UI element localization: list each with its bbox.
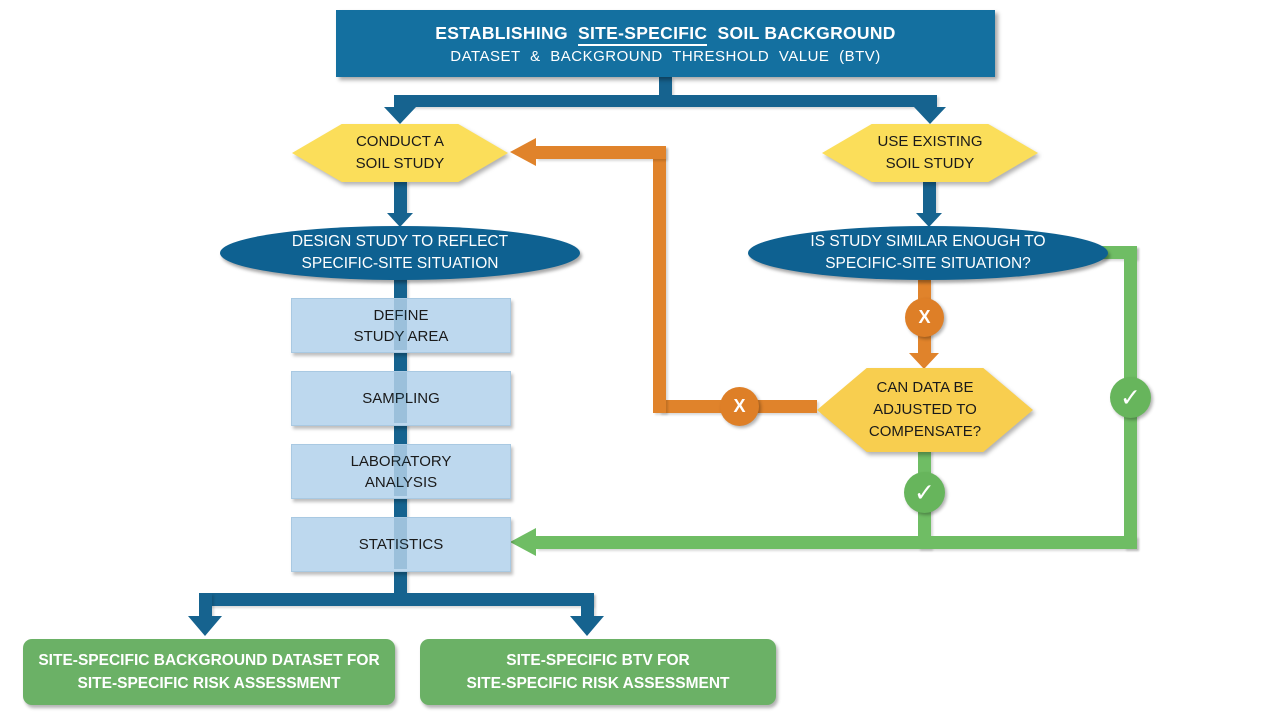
step-laboratory-analysis: LABORATORY ANALYSIS [291, 444, 511, 499]
title-banner: ESTABLISHING SITE-SPECIFIC SOIL BACKGROU… [336, 10, 995, 77]
no-marker-icon: X [720, 387, 759, 426]
connector-conduct-to-design [394, 181, 407, 215]
decision-use-existing-study: USE EXISTING SOIL STUDY [822, 124, 1038, 182]
connector-header-stem [659, 77, 672, 99]
no-marker-label: X [733, 396, 746, 416]
decision-conduct-soil-study: CONDUCT A SOIL STUDY [292, 124, 508, 182]
arrow-down-to-existing-icon [914, 107, 946, 124]
outcome-btv: SITE-SPECIFIC BTV FOR SITE-SPECIFIC RISK… [420, 639, 776, 705]
title-underlined: SITE-SPECIFIC [578, 22, 708, 46]
yes-marker-icon: ✓ [904, 472, 945, 513]
arrow-down-to-similar-icon [916, 213, 942, 227]
step-sampling: SAMPLING [291, 371, 511, 426]
decision-existing-label: USE EXISTING SOIL STUDY [822, 124, 1038, 182]
connector-yes-horizontal [536, 536, 1137, 549]
spine-stripe-laboratory [394, 445, 407, 496]
connector-bottom-left-drop [199, 593, 212, 618]
connector-bottom-bar [199, 593, 593, 606]
process-design-study: DESIGN STUDY TO REFLECT SPECIFIC-SITE SI… [220, 226, 580, 280]
arrow-down-to-adjust-icon [909, 353, 939, 369]
yes-marker-label: ✓ [914, 478, 935, 507]
arrow-down-to-conduct-icon [384, 107, 416, 124]
no-marker-icon: X [905, 298, 944, 337]
connector-top-bar [394, 95, 937, 107]
spine-stripe-define [394, 299, 407, 350]
title-prefix: ESTABLISHING [435, 22, 574, 43]
step-define-study-area: DEFINE STUDY AREA [291, 298, 511, 353]
arrow-down-to-dataset-icon [188, 616, 222, 636]
connector-bottom-right-drop [581, 593, 594, 618]
yes-marker-label: ✓ [1120, 383, 1141, 412]
title-line2: DATASET & BACKGROUND THRESHOLD VALUE (BT… [450, 47, 881, 65]
no-marker-label: X [918, 307, 931, 327]
question-study-similar: IS STUDY SIMILAR ENOUGH TO SPECIFIC-SITE… [748, 226, 1108, 280]
connector-no-vertical [653, 146, 666, 413]
decision-adjust-label: CAN DATA BE ADJUSTED TO COMPENSATE? [817, 368, 1033, 452]
decision-conduct-label: CONDUCT A SOIL STUDY [292, 124, 508, 182]
yes-marker-icon: ✓ [1110, 377, 1151, 418]
connector-no-top-horizontal [536, 146, 666, 159]
step-statistics: STATISTICS [291, 517, 511, 572]
title-line1: ESTABLISHING SITE-SPECIFIC SOIL BACKGROU… [435, 22, 896, 46]
spine-stripe-statistics [394, 518, 407, 569]
arrow-down-to-btv-icon [570, 616, 604, 636]
decision-can-data-adjust: CAN DATA BE ADJUSTED TO COMPENSATE? [817, 368, 1033, 452]
title-suffix: SOIL BACKGROUND [712, 22, 896, 43]
spine-stripe-sampling [394, 372, 407, 423]
connector-existing-to-similar [923, 181, 936, 215]
arrow-down-to-design-icon [387, 213, 413, 227]
arrow-left-to-conduct-icon [510, 138, 536, 166]
arrow-left-to-statistics-icon [510, 528, 536, 556]
outcome-background-dataset: SITE-SPECIFIC BACKGROUND DATASET FOR SIT… [23, 639, 395, 705]
